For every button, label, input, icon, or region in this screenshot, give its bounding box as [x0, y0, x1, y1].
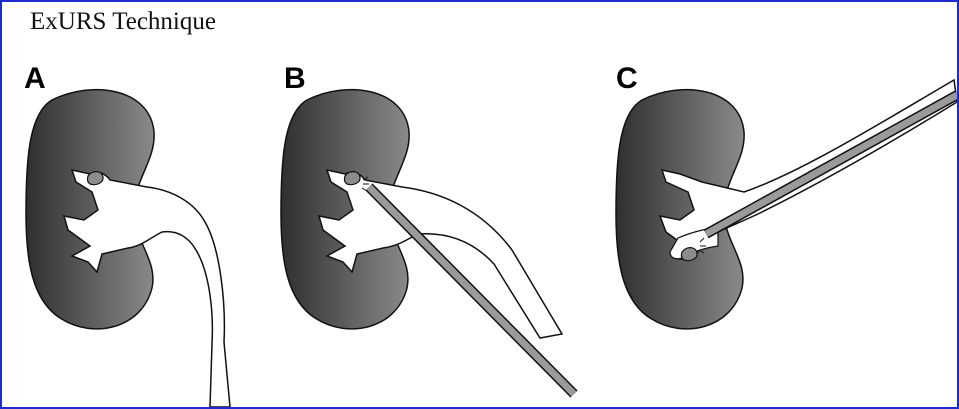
panel-c-illustration	[616, 80, 957, 329]
panel-b-illustration	[281, 90, 574, 394]
stone-a	[87, 172, 103, 185]
panel-a-illustration	[26, 90, 230, 407]
stone-c	[681, 248, 697, 261]
stone-b	[344, 172, 360, 185]
